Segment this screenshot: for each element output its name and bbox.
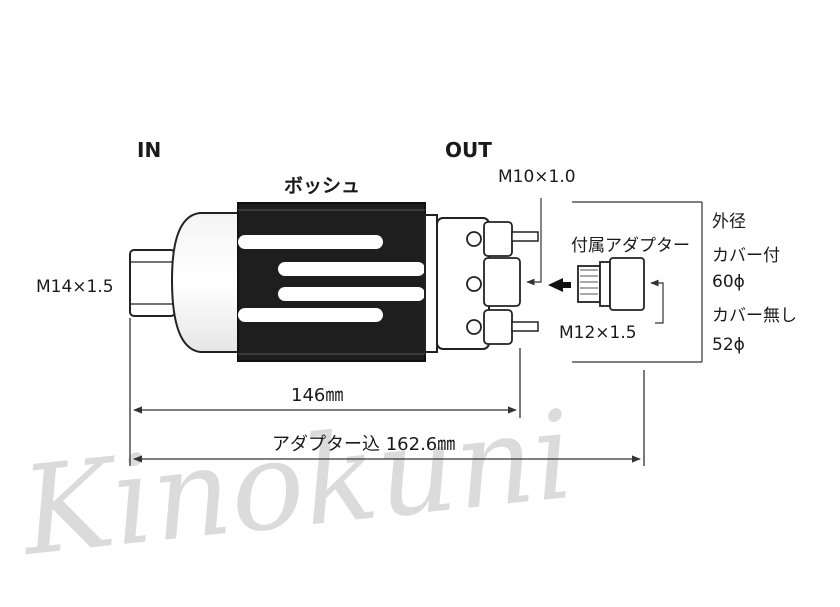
adapter [548,257,645,311]
label-m12: M12×1.5 [559,323,637,343]
label-bosch: ボッシュ [284,175,360,197]
bosch-cover [237,202,426,362]
inlet-fitting [129,249,176,317]
dimension-lines [129,318,645,466]
label-out: OUT [445,138,492,162]
label-length-total: アダプター込 162.6㎜ [272,434,455,455]
label-outer-diameter: 外径 [712,212,746,232]
label-length-pump: 146㎜ [291,385,343,406]
fuel-pump [129,202,539,362]
adapter-body [609,257,645,311]
adapter-arrow [548,278,563,292]
value-with-cover: 60ϕ [712,272,745,292]
label-without-cover: カバー無し [712,306,797,326]
terminal-stud-top [511,231,539,242]
adapter-thread [577,265,601,303]
cover-ribs [238,235,425,322]
label-m10: M10×1.0 [498,167,576,187]
leader-lines [526,198,703,363]
front-cap [170,212,239,353]
label-in: IN [137,138,161,162]
label-m14: M14×1.5 [36,277,114,297]
terminal-stud-bottom [511,321,539,332]
watermark: Kinokuni [13,384,579,583]
label-adapter: 付属アダプター [571,236,690,256]
value-without-cover: 52ϕ [712,335,745,355]
watermark-text: Kinokuni [13,384,579,583]
label-with-cover: カバー付 [712,246,780,266]
